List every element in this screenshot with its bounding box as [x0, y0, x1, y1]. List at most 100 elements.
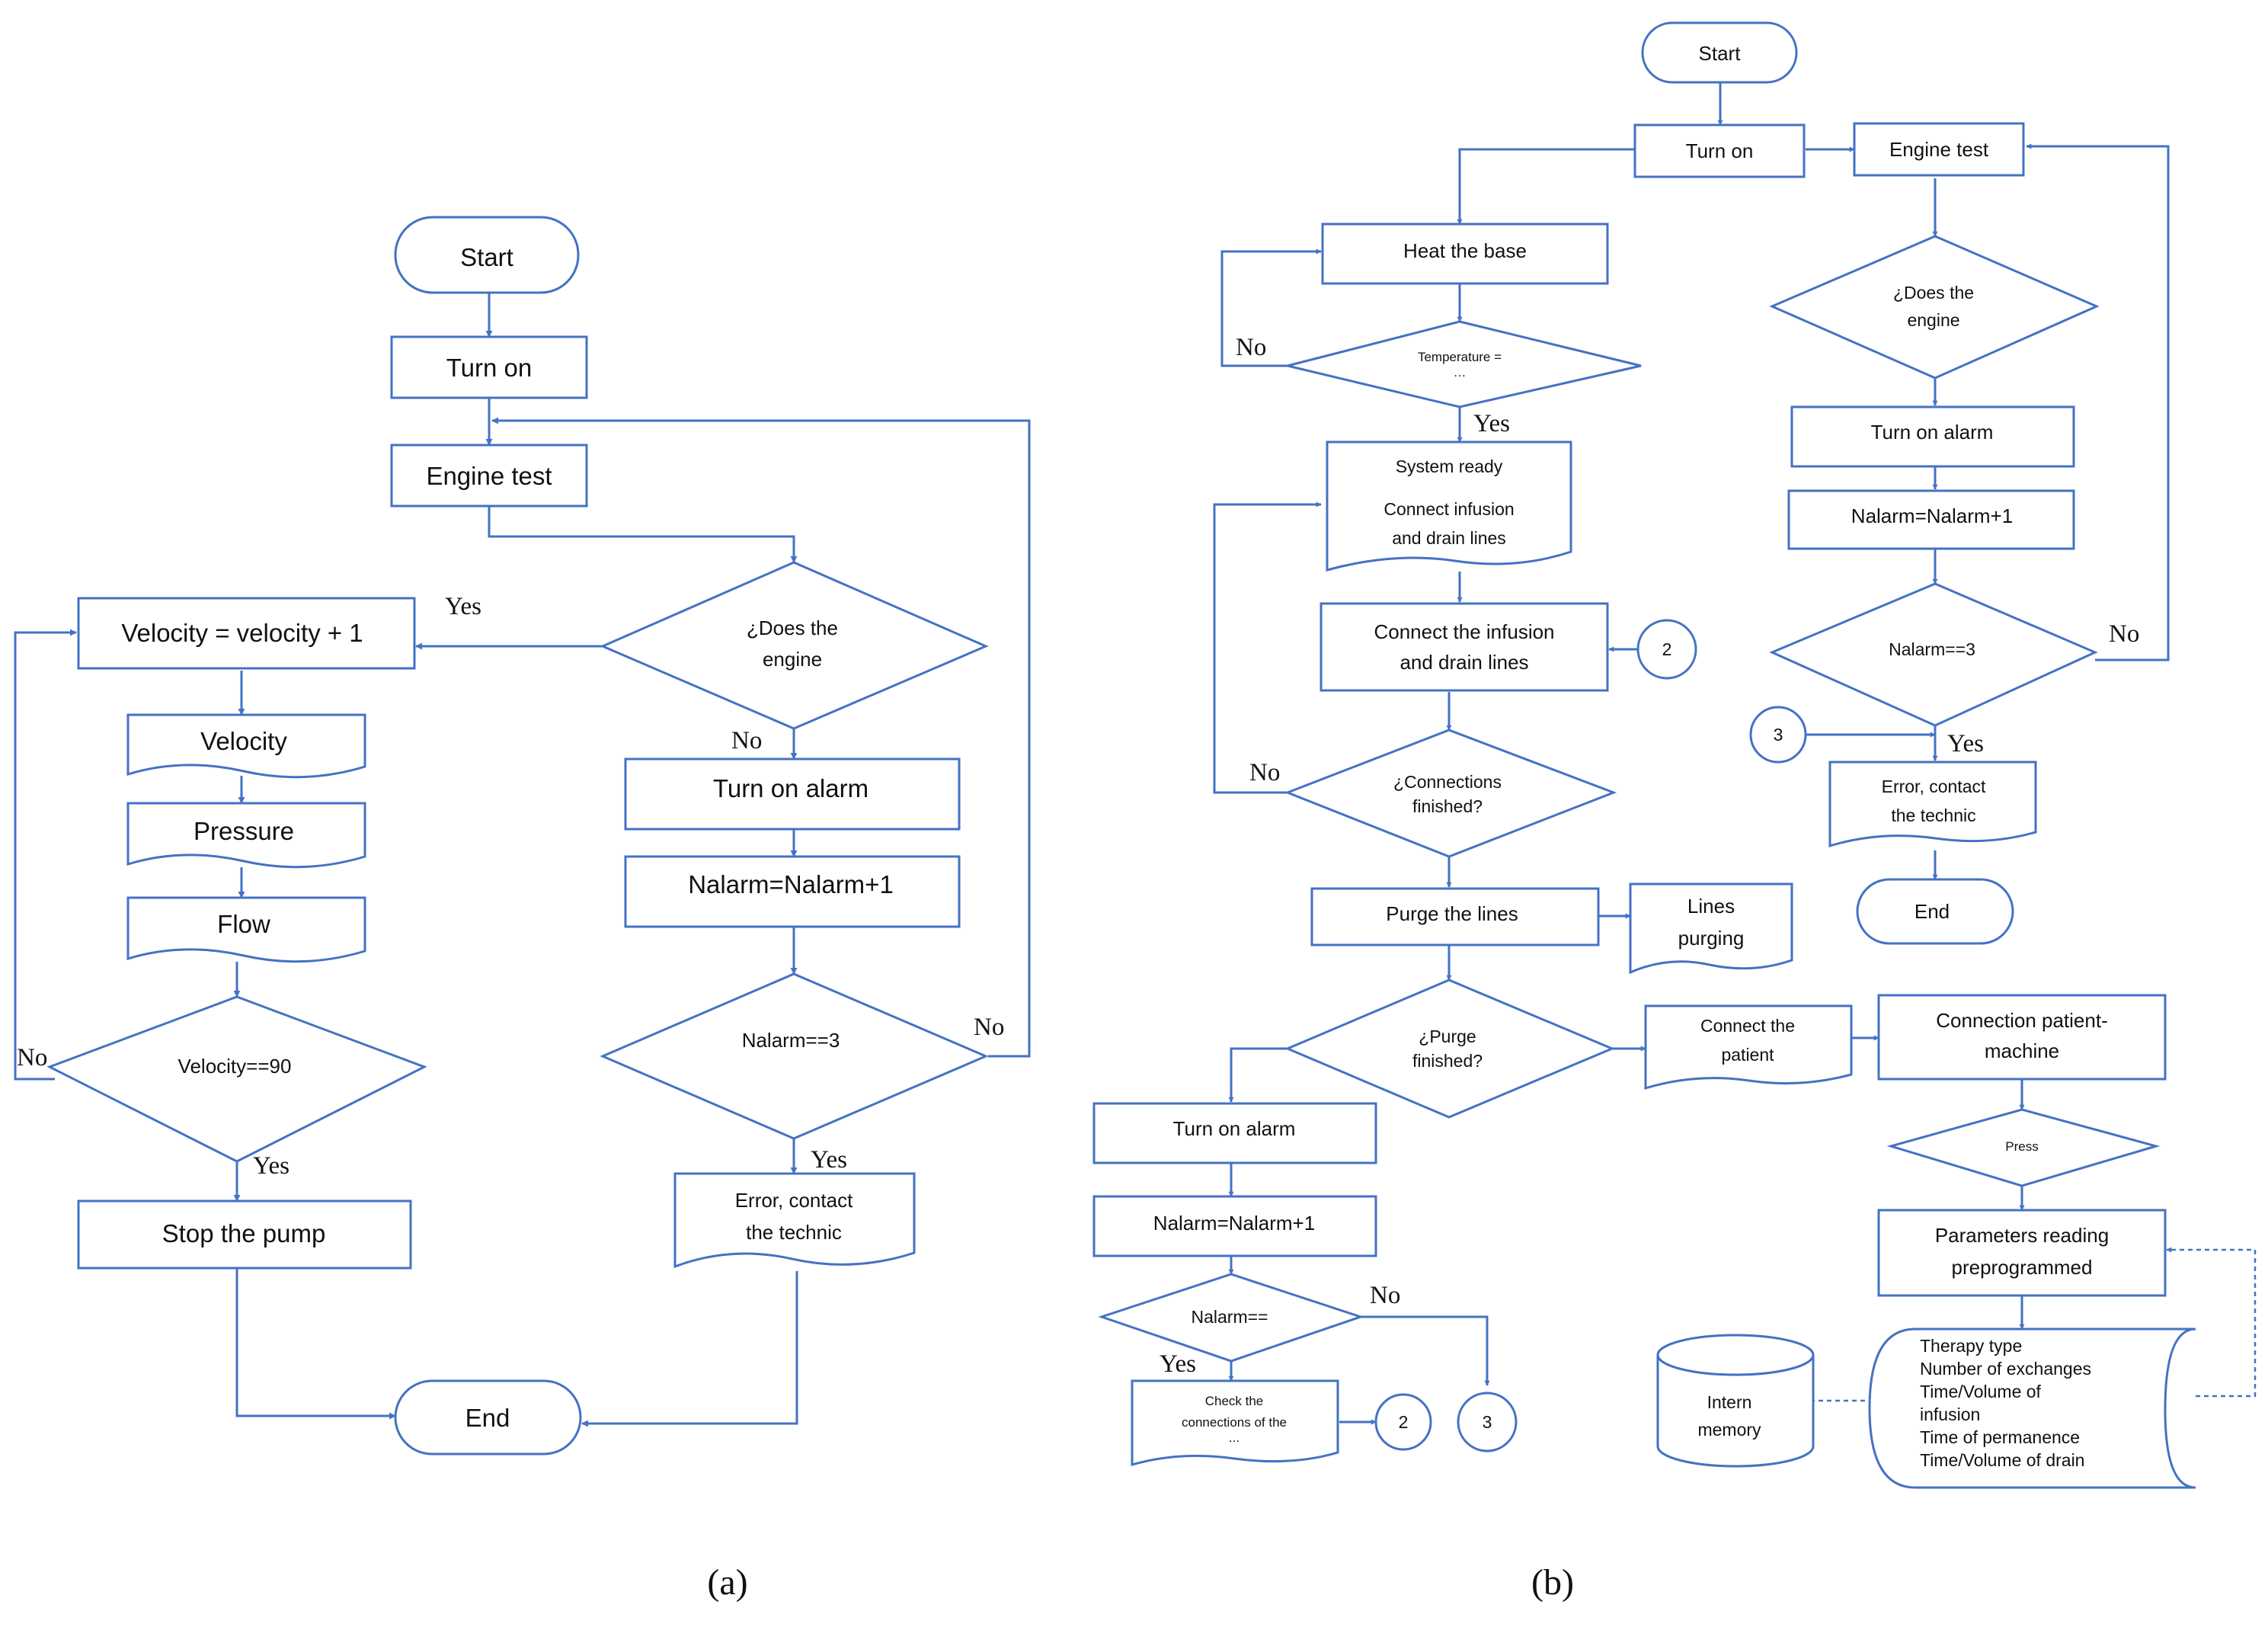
b-edge-temp-no — [1220, 248, 1322, 367]
end-terminal-a — [394, 1379, 582, 1456]
turn-on-alarm-box-br — [1790, 405, 2075, 468]
nalarm-inc-label-bl: Nalarm=Nalarm+1 — [1153, 1212, 1315, 1235]
does-engine-decision-a — [600, 561, 989, 730]
connections-decision — [1284, 729, 1617, 858]
does-engine-b-label-2: engine — [1907, 310, 1959, 330]
turn-on-alarm-label-bl: Turn on alarm — [1173, 1117, 1296, 1140]
engine-test-label-b: Engine test — [1889, 138, 1989, 161]
stored-data-shape — [1868, 1328, 2196, 1489]
yes-r-label: Yes — [1947, 730, 1984, 757]
no-label-a1: No — [731, 727, 762, 754]
intern-memory-label-2: memory — [1697, 1420, 1761, 1440]
turn-on-box-a — [390, 335, 588, 399]
start-terminal-a — [394, 216, 580, 294]
edge-enginetest-decision — [488, 506, 798, 563]
purge-finished-decision — [1284, 978, 1615, 1119]
connector-2-bottom — [1374, 1393, 1432, 1451]
check-connections-label-1: Check the — [1205, 1394, 1264, 1408]
parameters-box — [1877, 1209, 2167, 1297]
intern-memory-label-1: Intern — [1707, 1392, 1752, 1412]
parameters-label-2: preprogrammed — [1952, 1256, 2093, 1279]
connect-patient-label-1: Connect the — [1700, 1016, 1795, 1036]
stored-data-line: Therapy type — [1920, 1336, 2022, 1356]
start-label-a: Start — [460, 243, 513, 271]
nalarm-check-decision-bl — [1098, 1273, 1364, 1363]
connector-3-bottom-label: 3 — [1483, 1412, 1492, 1432]
does-engine-label-2: engine — [763, 648, 822, 671]
no-label-a2: No — [17, 1044, 47, 1071]
error-label-a1: Error, contact — [735, 1189, 853, 1212]
stored-data-line: Time/Volume of drain — [1920, 1450, 2084, 1470]
engine-test-box-a — [390, 444, 588, 508]
error-label-a2: the technic — [746, 1221, 842, 1244]
yes-temp-label: Yes — [1473, 410, 1510, 437]
no-temp-label: No — [1236, 334, 1266, 361]
b-edge-turnon-heat — [1457, 148, 1635, 225]
connections-label-2: finished? — [1412, 796, 1483, 816]
stop-pump-box — [77, 1199, 412, 1270]
error-b-label-2: the technic — [1891, 805, 1975, 825]
edge-no-velinc — [14, 629, 77, 1081]
velocity-label: Velocity — [200, 727, 287, 755]
stored-data-line: Time of permanence — [1920, 1427, 2080, 1447]
turn-on-alarm-label-br: Turn on alarm — [1871, 421, 1994, 444]
does-engine-label-1: ¿Does the — [747, 617, 838, 639]
flow-label: Flow — [217, 910, 270, 938]
edge-error-end — [581, 1271, 798, 1427]
turn-on-label-a: Turn on — [446, 354, 533, 382]
nalarm-increment-box-a — [624, 855, 961, 928]
temperature-decision — [1287, 320, 1642, 408]
velocity-document — [126, 713, 366, 779]
nalarm-check-label-a: Nalarm==3 — [742, 1029, 840, 1052]
pressure-document — [126, 802, 366, 869]
velocity-check-decision — [46, 995, 427, 1163]
connect-lines-label-1: Connect the infusion — [1374, 620, 1554, 643]
connect-infusion-label-2: and drain lines — [1392, 528, 1506, 548]
connector-2-top — [1636, 619, 1697, 680]
nalarm-increment-label-a: Nalarm=Nalarm+1 — [688, 870, 894, 898]
connect-infusion-label-1: Connect infusion — [1384, 499, 1514, 519]
velocity-increment-box — [77, 597, 416, 670]
purge-label: Purge the lines — [1386, 902, 1518, 925]
b-edge-store-params — [2166, 1247, 2257, 1398]
nalarm-check-label-br: Nalarm==3 — [1889, 639, 1975, 659]
press-decision — [1886, 1108, 2161, 1187]
turn-on-alarm-box-a — [624, 757, 961, 831]
connector-2-bottom-label: 2 — [1399, 1412, 1409, 1432]
temperature-label-2: … — [1454, 365, 1467, 380]
end-label-b: End — [1915, 900, 1950, 923]
stop-pump-label: Stop the pump — [162, 1219, 326, 1247]
lines-purging-label-1: Lines — [1687, 895, 1735, 918]
lines-purging-document — [1629, 882, 1793, 975]
b-edge-nal-no-3 — [1361, 1315, 1490, 1386]
does-engine-b-label-1: ¿Does the — [1893, 283, 1974, 303]
temperature-label: Temperature = — [1418, 350, 1502, 364]
intern-memory-cylinder — [1656, 1355, 1815, 1468]
error-document-a — [673, 1172, 916, 1269]
does-engine-decision-b — [1769, 235, 2100, 380]
edge-no-loop — [491, 417, 1031, 1058]
connect-lines-label-2: and drain lines — [1400, 651, 1528, 674]
stored-data-line: infusion — [1920, 1404, 1980, 1424]
error-b-label-1: Error, contact — [1882, 777, 1986, 796]
purge-finished-label-1: ¿Purge — [1419, 1026, 1476, 1046]
intern-memory-cylinder-top — [1656, 1334, 1815, 1376]
connector-3-right — [1749, 706, 1807, 764]
nalarm-check-label-bl: Nalarm== — [1192, 1307, 1268, 1327]
end-terminal-b — [1856, 878, 2014, 945]
pressure-label: Pressure — [194, 817, 294, 845]
system-ready-document — [1326, 440, 1572, 572]
nalarm-inc-label-br: Nalarm=Nalarm+1 — [1851, 504, 2013, 527]
nalarm-inc-box-bl — [1092, 1195, 1377, 1257]
connector-3-bottom — [1457, 1392, 1518, 1452]
engine-test-label-a: Engine test — [426, 462, 552, 490]
flow-document — [126, 896, 366, 963]
turn-on-alarm-label-a: Turn on alarm — [713, 774, 868, 802]
b-edge-r-no-loop — [2026, 143, 2170, 661]
turn-on-alarm-box-bl — [1092, 1102, 1377, 1164]
flowchart-a: Start Turn on Engine test ¿Does the engi… — [14, 216, 1031, 1603]
purge-finished-label-2: finished? — [1412, 1051, 1483, 1071]
press-label: Press — [2005, 1139, 2038, 1154]
